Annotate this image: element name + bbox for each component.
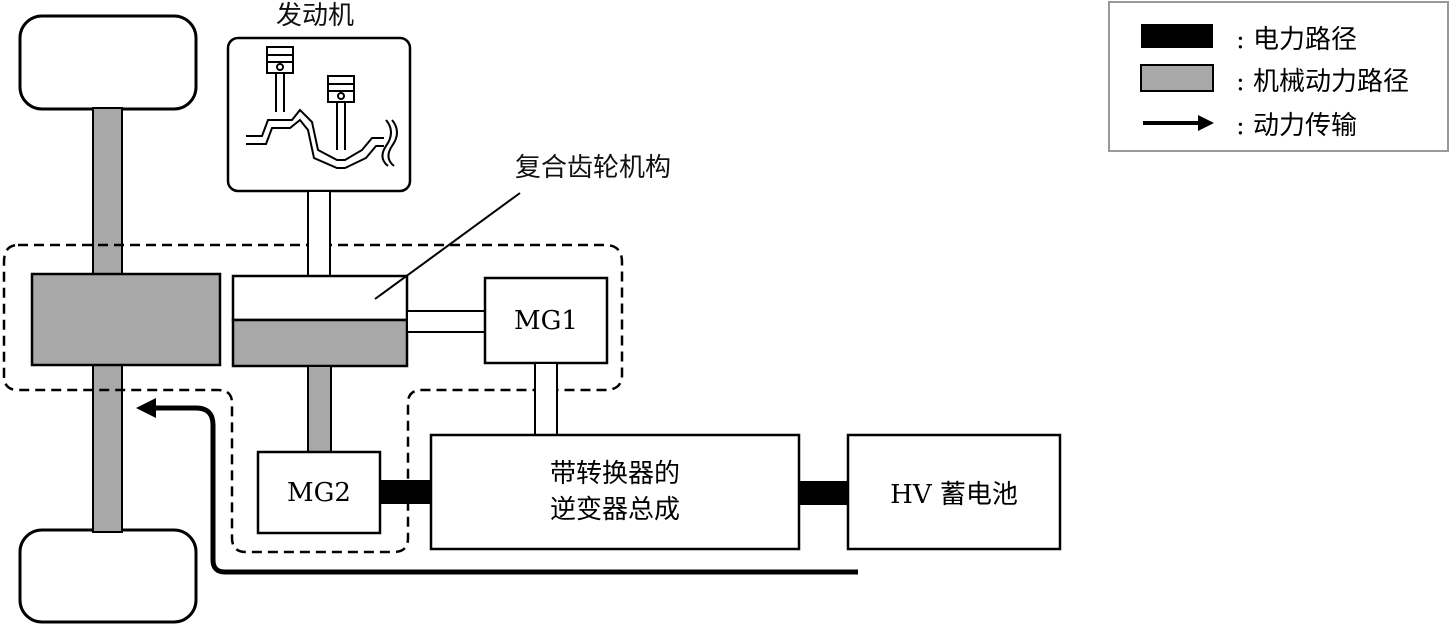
legend-mechanical-swatch	[1140, 64, 1214, 92]
inverter-line1: 带转换器的	[549, 459, 680, 489]
axle-lower	[92, 363, 123, 533]
compound-gear-lower	[231, 318, 409, 368]
axle-upper	[92, 107, 123, 277]
legend-mechanical-label: : 机械动力路径	[1236, 66, 1410, 97]
inverter-label: 带转换器的 逆变器总成	[431, 435, 799, 549]
differential	[30, 272, 222, 367]
compound-gear-label: 复合齿轮机构	[515, 153, 672, 183]
mg1-inverter-connection	[534, 362, 558, 437]
hv-battery-label: HV 蓄电池	[848, 435, 1060, 549]
hv-battery-text: HV 蓄电池	[890, 479, 1018, 510]
legend-transmission-label: : 动力传输	[1236, 110, 1358, 141]
electric-path-inverter-battery	[799, 481, 848, 505]
power-flow-arrowhead	[136, 398, 156, 418]
legend-electric-swatch	[1141, 24, 1213, 48]
hv-battery-box	[846, 433, 1062, 551]
engine-label: 发动机	[276, 1, 355, 31]
engine-shaft	[307, 190, 331, 277]
mg2-text: MG2	[287, 477, 351, 508]
gear-mg2-shaft	[307, 365, 332, 455]
gear-label-leader	[374, 192, 521, 300]
electric-path-mg2-inverter	[380, 480, 432, 504]
mg2-label: MG2	[258, 452, 380, 533]
legend-transmission-row: : 动力传输	[1236, 108, 1357, 141]
mg1-label: MG1	[485, 278, 607, 363]
power-flow-arrow	[150, 405, 858, 575]
mg2-box	[256, 450, 382, 535]
gear-mg1-shaft	[406, 310, 486, 333]
legend-electric-row: : 电力路径	[1236, 22, 1357, 55]
rear-wheel	[18, 528, 198, 624]
engine-piston-icon	[246, 46, 398, 169]
mg1-box	[483, 276, 609, 365]
inverter-box	[429, 433, 801, 551]
transaxle-boundary	[2, 243, 624, 554]
engine-box	[226, 36, 412, 193]
legend-mechanical-row: : 机械动力路径	[1236, 64, 1409, 97]
compound-gear-upper	[231, 274, 409, 322]
legend-arrow-head	[1198, 115, 1214, 131]
legend-electric-label: : 电力路径	[1236, 24, 1358, 55]
front-wheel	[18, 14, 198, 111]
inverter-line2: 逆变器总成	[549, 495, 680, 525]
mg1-text: MG1	[514, 305, 578, 336]
